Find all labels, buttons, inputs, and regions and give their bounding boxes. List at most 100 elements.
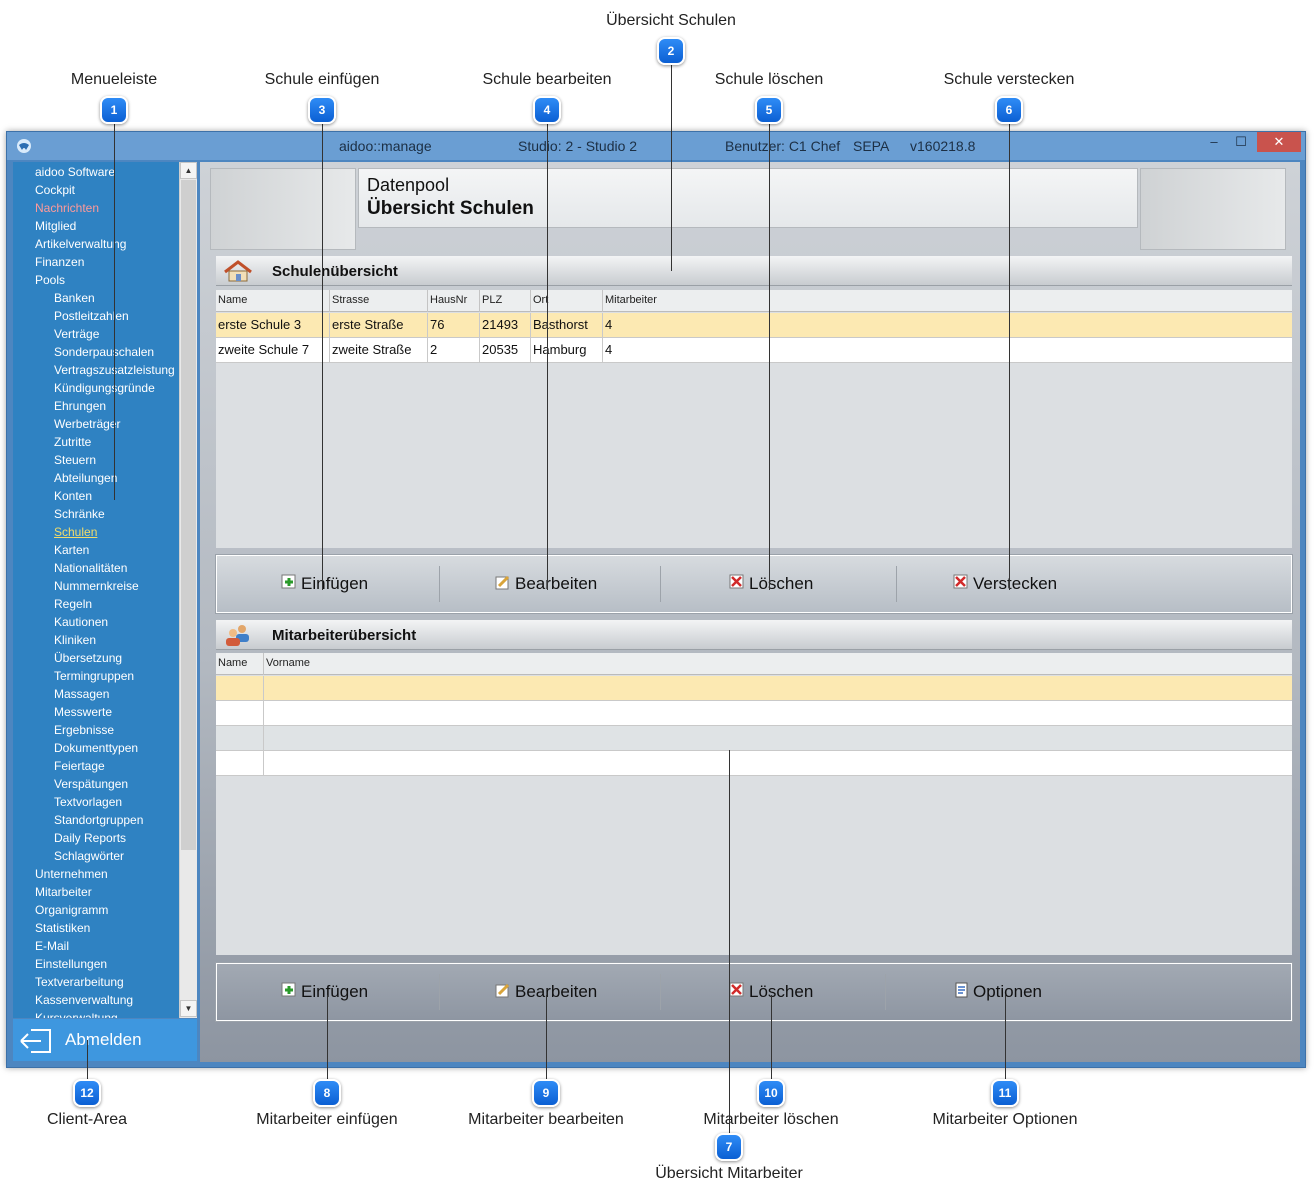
sidebar-item-kursverwaltung[interactable]: Kursverwaltung [35, 1011, 118, 1018]
sidebar-item-regeln[interactable]: Regeln [54, 597, 93, 611]
sidebar-item-abteilungen[interactable]: Abteilungen [54, 471, 118, 485]
title-version: v160218.8 [910, 138, 976, 154]
sidebar-item-konten[interactable]: Konten [54, 489, 93, 503]
employee-add-button[interactable]: Einfügen [281, 972, 368, 1012]
col-header-hausnr[interactable]: HausNr [428, 290, 480, 312]
table-row[interactable]: erste Schule 3 erste Straße 76 21493 Bas… [216, 313, 1292, 338]
pencil-icon [495, 983, 510, 998]
callout-badge-2: 2 [657, 37, 685, 65]
sidebar-item-statistiken[interactable]: Statistiken [35, 921, 91, 935]
col-header-name[interactable]: Name [216, 653, 264, 675]
sidebar-item-schränke[interactable]: Schränke [54, 507, 105, 521]
sidebar-item-ergebnisse[interactable]: Ergebnisse [54, 723, 115, 737]
school-edit-label: Bearbeiten [515, 574, 598, 593]
sidebar-item-textvorlagen[interactable]: Textvorlagen [54, 795, 123, 809]
sidebar-item-dokumenttypen[interactable]: Dokumenttypen [54, 741, 139, 755]
col-header-plz[interactable]: PLZ [480, 290, 531, 312]
sidebar-item-finanzen[interactable]: Finanzen [35, 255, 85, 269]
sidebar-item-kautionen[interactable]: Kautionen [54, 615, 109, 629]
sidebar-item-e-mail[interactable]: E-Mail [35, 939, 70, 953]
sidebar-item-werbeträger[interactable]: Werbeträger [54, 417, 121, 431]
sidebar-item-verspätungen[interactable]: Verspätungen [54, 777, 129, 791]
employee-options-button[interactable]: Optionen [955, 972, 1042, 1012]
sidebar-item-artikelverwaltung[interactable]: Artikelverwaltung [35, 237, 127, 251]
school-add-button[interactable]: Einfügen [281, 564, 368, 604]
sidebar-item-kliniken[interactable]: Kliniken [54, 633, 97, 647]
sidebar-item-termingruppen[interactable]: Termingruppen [54, 669, 135, 683]
sidebar-item-mitarbeiter[interactable]: Mitarbeiter [35, 885, 92, 899]
col-header-strasse[interactable]: Strasse [330, 290, 428, 312]
button-separator [885, 974, 886, 1010]
plus-icon [281, 982, 296, 997]
table-row[interactable] [216, 701, 1292, 726]
sidebar-item-kündigungsgründe[interactable]: Kündigungsgründe [54, 381, 155, 395]
header-title-panel: Datenpool Übersicht Schulen [358, 168, 1138, 228]
sidebar-item-mitglied[interactable]: Mitglied [35, 219, 77, 233]
sidebar-item-standortgruppen[interactable]: Standortgruppen [54, 813, 144, 827]
col-header-name[interactable]: Name [216, 290, 330, 312]
sidebar-item-karten[interactable]: Karten [54, 543, 90, 557]
school-hide-button[interactable]: Verstecken [953, 564, 1057, 604]
maximize-button[interactable]: ☐ [1235, 134, 1247, 149]
col-header-ort[interactable]: Ort [531, 290, 603, 312]
table-row[interactable] [216, 751, 1292, 776]
callout-line-3 [322, 124, 323, 590]
sidebar-item-cockpit[interactable]: Cockpit [35, 183, 76, 197]
sidebar-item-massagen[interactable]: Massagen [54, 687, 110, 701]
callout-label-6: Schule verstecken [943, 71, 1075, 88]
cell-ort: Hamburg [531, 338, 603, 362]
callout-label-5: Schule löschen [714, 71, 824, 88]
sidebar-item-daily-reports[interactable]: Daily Reports [54, 831, 127, 845]
sidebar-scrollbar[interactable]: ▲ ▼ [179, 162, 197, 1018]
scroll-up-icon[interactable]: ▲ [180, 162, 197, 179]
callout-line-6 [1009, 124, 1010, 590]
sidebar-item-nationalitäten[interactable]: Nationalitäten [54, 561, 128, 575]
callout-badge-12: 12 [73, 1079, 101, 1107]
logout-button[interactable]: Abmelden [13, 1019, 197, 1061]
sidebar-item-textverarbeitung[interactable]: Textverarbeitung [35, 975, 124, 989]
sidebar-item-sonderpauschalen[interactable]: Sonderpauschalen [54, 345, 155, 359]
sidebar-item-unternehmen[interactable]: Unternehmen [35, 867, 108, 881]
employee-delete-button[interactable]: Löschen [729, 972, 813, 1012]
scroll-down-icon[interactable]: ▼ [180, 1000, 197, 1017]
cell-strasse: erste Straße [330, 313, 428, 337]
sidebar-item-steuern[interactable]: Steuern [54, 453, 97, 467]
employee-edit-button[interactable]: Bearbeiten [495, 972, 597, 1012]
callout-badge-6: 6 [995, 96, 1023, 124]
sidebar-item-übersetzung[interactable]: Übersetzung [54, 651, 123, 665]
scroll-thumb[interactable] [181, 180, 196, 850]
sidebar-item-pools[interactable]: Pools [35, 273, 66, 287]
sidebar-item-feiertage[interactable]: Feiertage [54, 759, 105, 773]
sidebar-item-zutritte[interactable]: Zutritte [54, 435, 92, 449]
options-document-icon [955, 982, 968, 998]
sidebar-item-nachrichten[interactable]: Nachrichten [35, 201, 100, 215]
col-header-mitarbeiter[interactable]: Mitarbeiter [605, 294, 657, 306]
close-button[interactable]: ✕ [1257, 132, 1301, 152]
sidebar-item-schlagwörter[interactable]: Schlagwörter [54, 849, 125, 863]
cell-name [216, 701, 264, 725]
sidebar-item-organigramm[interactable]: Organigramm [35, 903, 109, 917]
table-row[interactable]: zweite Schule 7 zweite Straße 2 20535 Ha… [216, 338, 1292, 363]
school-edit-button[interactable]: Bearbeiten [495, 564, 597, 604]
sidebar-item-postleitzahlen[interactable]: Postleitzahlen [54, 309, 129, 323]
sidebar-item-banken[interactable]: Banken [54, 291, 95, 305]
cell-mitarbeiter: 4 [605, 342, 613, 357]
title-studio: Studio: 2 - Studio 2 [518, 138, 638, 154]
employee-delete-label: Löschen [749, 982, 814, 1001]
school-delete-button[interactable]: Löschen [729, 564, 813, 604]
minimize-button[interactable]: – [1210, 134, 1218, 149]
table-row[interactable] [216, 726, 1292, 751]
sidebar-item-aidoo-software[interactable]: aidoo Software [35, 165, 116, 179]
col-header-vorname[interactable]: Vorname [266, 657, 311, 669]
table-row[interactable] [216, 676, 1292, 701]
sidebar-item-verträge[interactable]: Verträge [54, 327, 100, 341]
sidebar-item-ehrungen[interactable]: Ehrungen [54, 399, 107, 413]
sidebar-item-kassenverwaltung[interactable]: Kassenverwaltung [35, 993, 134, 1007]
header-right-panel [1140, 168, 1286, 250]
sidebar-item-nummernkreise[interactable]: Nummernkreise [54, 579, 139, 593]
sidebar-item-schulen[interactable]: Schulen [54, 525, 98, 539]
sidebar-item-messwerte[interactable]: Messwerte [54, 705, 113, 719]
cell-name [216, 676, 264, 700]
sidebar-item-einstellungen[interactable]: Einstellungen [35, 957, 108, 971]
